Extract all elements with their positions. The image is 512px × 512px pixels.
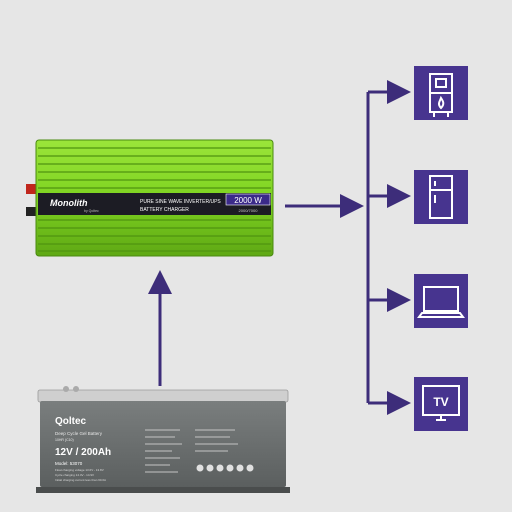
battery-terminal-left <box>63 386 69 392</box>
tv-label: TV <box>433 395 448 409</box>
battery-fine-print <box>145 429 238 473</box>
inverter-line1: PURE SINE WAVE INVERTER/UPS <box>140 199 221 205</box>
device-boiler <box>414 66 468 120</box>
inverter-label-bar <box>38 193 271 215</box>
battery: Qoltec Deep Cycle Gel Battery 10HR (C10)… <box>36 386 290 493</box>
inverter-brand-sub: by Qoltec <box>84 209 99 213</box>
inverter-terminal-black <box>26 207 36 216</box>
device-tile <box>414 274 468 328</box>
device-tile <box>414 170 468 224</box>
fridge-icon <box>429 175 453 219</box>
battery-brand: Qoltec <box>55 416 87 427</box>
battery-spec-3: Initial charging current less than 60.0A <box>55 478 106 482</box>
inverter-power: 2000 W <box>234 196 262 205</box>
device-tv: TV <box>414 377 468 431</box>
inverter: Monolith by Qoltec PURE SINE WAVE INVERT… <box>26 139 274 257</box>
boiler-icon <box>429 73 453 117</box>
battery-spec-1: Float charging voltage 13.6V - 13.8V <box>55 468 104 472</box>
device-laptop <box>414 274 468 328</box>
battery-warning-symbols <box>196 464 254 472</box>
battery-terminal-right <box>73 386 79 392</box>
battery-title: Deep Cycle Gel Battery <box>55 431 103 436</box>
inverter-power-sub: 2000/7000 <box>239 208 259 213</box>
laptop-icon <box>417 286 465 318</box>
battery-base <box>36 487 290 493</box>
inverter-line2: BATTERY CHARGER <box>140 207 189 213</box>
flow-arrows <box>148 80 411 415</box>
inverter-terminal-red <box>26 184 36 194</box>
battery-subtitle: 10HR (C10) <box>55 438 74 442</box>
device-fridge <box>414 170 468 224</box>
battery-model: Model: 53070 <box>55 461 83 466</box>
battery-rating: 12V / 200Ah <box>55 447 111 458</box>
battery-spec-2: Cycle charging 14.4V - 14.9V <box>55 473 94 477</box>
inverter-brand: Monolith <box>50 198 88 208</box>
inverter-power-badge <box>225 193 271 206</box>
inverter-fins <box>38 147 271 252</box>
tv-icon <box>422 385 460 421</box>
